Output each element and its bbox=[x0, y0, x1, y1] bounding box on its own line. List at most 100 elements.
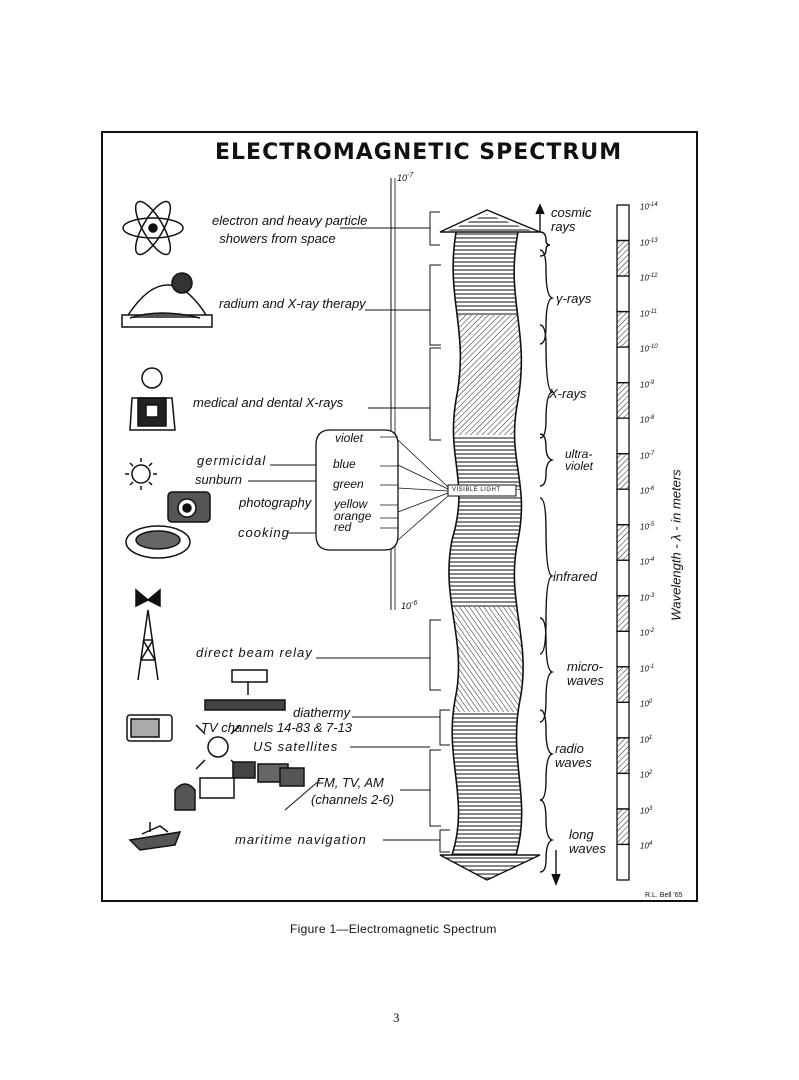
wavelength-tick-label: 10-10 bbox=[640, 344, 658, 354]
label-radium-xray-therapy: radium and X-ray therapy bbox=[219, 296, 366, 311]
wavelength-tick-label: 10-5 bbox=[640, 522, 654, 532]
tick-exponent: -11 bbox=[648, 308, 658, 315]
tick-exponent: 1 bbox=[648, 734, 653, 741]
category-infrared: infrared bbox=[553, 569, 598, 584]
label-channels-2-6: (channels 2-6) bbox=[311, 792, 395, 807]
tick-base: 10 bbox=[640, 273, 649, 283]
scale-segment bbox=[616, 453, 630, 490]
tick-exponent: -14 bbox=[648, 202, 658, 208]
radio-receivers-icon bbox=[174, 761, 305, 811]
color-violet: violet bbox=[335, 431, 364, 445]
category-microwaves: micro- waves bbox=[567, 659, 604, 688]
wavelength-tick-label: 102 bbox=[640, 770, 652, 780]
tick-base: 10 bbox=[640, 735, 649, 745]
scale-segment bbox=[616, 381, 630, 419]
scale-segment bbox=[616, 737, 630, 775]
label-us-satellites: US satellites bbox=[253, 739, 339, 754]
color-green: green bbox=[333, 477, 364, 491]
tick-base: 10 bbox=[640, 202, 649, 212]
tick-base: 10 bbox=[640, 700, 649, 710]
category-gamma-rays: γ-rays bbox=[556, 291, 592, 306]
category-radio-waves: radio waves bbox=[555, 741, 592, 770]
xray-patient-icon bbox=[129, 367, 176, 431]
tick-exponent: 4 bbox=[648, 841, 653, 848]
wavelength-tick-label: 10-13 bbox=[640, 238, 658, 248]
category-cosmic-rays: cosmic rays bbox=[551, 205, 592, 234]
tick-exponent: -13 bbox=[648, 237, 658, 244]
wavelength-tick-label: 10-8 bbox=[640, 415, 654, 425]
diagram-frame bbox=[101, 131, 698, 902]
figure-caption: Figure 1—Electromagnetic Spectrum bbox=[290, 922, 497, 936]
tick-exponent: -12 bbox=[648, 273, 658, 280]
wave-ribbon bbox=[439, 209, 541, 881]
category-x-rays: X-rays bbox=[549, 386, 587, 401]
visible-scale-bottom-label: 10-6 bbox=[401, 600, 418, 611]
scale-segment bbox=[616, 559, 630, 597]
tick-base: 10 bbox=[640, 486, 649, 496]
color-blue: blue bbox=[333, 457, 356, 471]
scale-segment bbox=[616, 701, 630, 739]
diathermy-icon bbox=[204, 669, 286, 711]
category-ultraviolet: ultra- violet bbox=[565, 447, 594, 473]
color-orange: orange bbox=[334, 509, 372, 523]
wavelength-tick-label: 101 bbox=[640, 735, 652, 745]
artist-signature: R.L. Bell '65 bbox=[645, 892, 683, 899]
tick-exponent: -3 bbox=[648, 592, 655, 599]
wavelength-tick-label: 10-12 bbox=[640, 273, 658, 283]
wavelength-tick-label: 10-6 bbox=[640, 486, 654, 496]
tick-base: 10 bbox=[640, 238, 649, 248]
tick-base: 10 bbox=[640, 380, 649, 390]
page-number: 3 bbox=[393, 1010, 400, 1025]
wavelength-tick-label: 100 bbox=[640, 699, 652, 709]
wavelength-tick-label: 10-14 bbox=[640, 202, 658, 212]
radium-therapy-icon bbox=[121, 272, 213, 328]
wavelength-tick-label: 104 bbox=[640, 841, 652, 851]
tick-base: 10 bbox=[640, 842, 649, 852]
camera-icon bbox=[167, 491, 211, 523]
scale-segment bbox=[616, 310, 630, 348]
microwave-tower-icon bbox=[135, 588, 161, 681]
wavelength-scale-bar bbox=[616, 204, 630, 881]
tick-base: 10 bbox=[640, 344, 649, 354]
scale-segment bbox=[616, 239, 630, 277]
tick-base: 10 bbox=[640, 557, 649, 567]
tick-base: 10 bbox=[640, 628, 649, 638]
cooking-plate-icon bbox=[125, 525, 191, 559]
label-germicidal: germicidal bbox=[197, 453, 267, 468]
label-fm-tv-am: FM, TV, AM bbox=[316, 775, 384, 790]
category-long-waves: long waves bbox=[569, 827, 606, 856]
label-direct-beam-relay: direct beam relay bbox=[196, 645, 313, 660]
tick-base: 10 bbox=[640, 664, 649, 674]
tick-exponent: 0 bbox=[648, 699, 653, 706]
category-braces bbox=[535, 203, 561, 886]
wavelength-tick-label: 10-1 bbox=[640, 664, 654, 674]
scale-segment bbox=[616, 204, 630, 242]
wavelength-tick-label: 10-4 bbox=[640, 557, 654, 567]
label-sunburn: sunburn bbox=[195, 472, 242, 487]
leader-lines bbox=[248, 211, 450, 853]
tick-base: 10 bbox=[640, 771, 649, 781]
color-red: red bbox=[334, 520, 352, 534]
scale-segment bbox=[616, 346, 630, 384]
tick-exponent: -9 bbox=[648, 379, 655, 386]
tick-exponent: -1 bbox=[648, 663, 655, 670]
scale-segment bbox=[616, 595, 630, 632]
scale-segment bbox=[616, 808, 630, 846]
visible-scale-top-label: 10-7 bbox=[397, 172, 414, 183]
tick-exponent: -6 bbox=[648, 486, 655, 493]
scale-segment bbox=[616, 275, 630, 313]
scale-segment bbox=[616, 488, 630, 526]
label-medical-dental-xrays: medical and dental X-rays bbox=[193, 395, 344, 410]
wavelength-tick-label: 10-11 bbox=[640, 309, 657, 319]
scale-segment bbox=[616, 666, 630, 704]
atom-icon bbox=[122, 200, 184, 256]
tick-base: 10 bbox=[640, 806, 649, 816]
color-yellow: yellow bbox=[334, 497, 368, 511]
tick-exponent: -8 bbox=[648, 415, 655, 422]
label-tv-channels: TV channels 14-83 & 7-13 bbox=[201, 720, 353, 735]
tick-exponent: 3 bbox=[648, 805, 653, 812]
wavelength-tick-label: 10-3 bbox=[640, 593, 654, 603]
scale-segment bbox=[616, 843, 630, 881]
scale-segment bbox=[616, 417, 630, 455]
